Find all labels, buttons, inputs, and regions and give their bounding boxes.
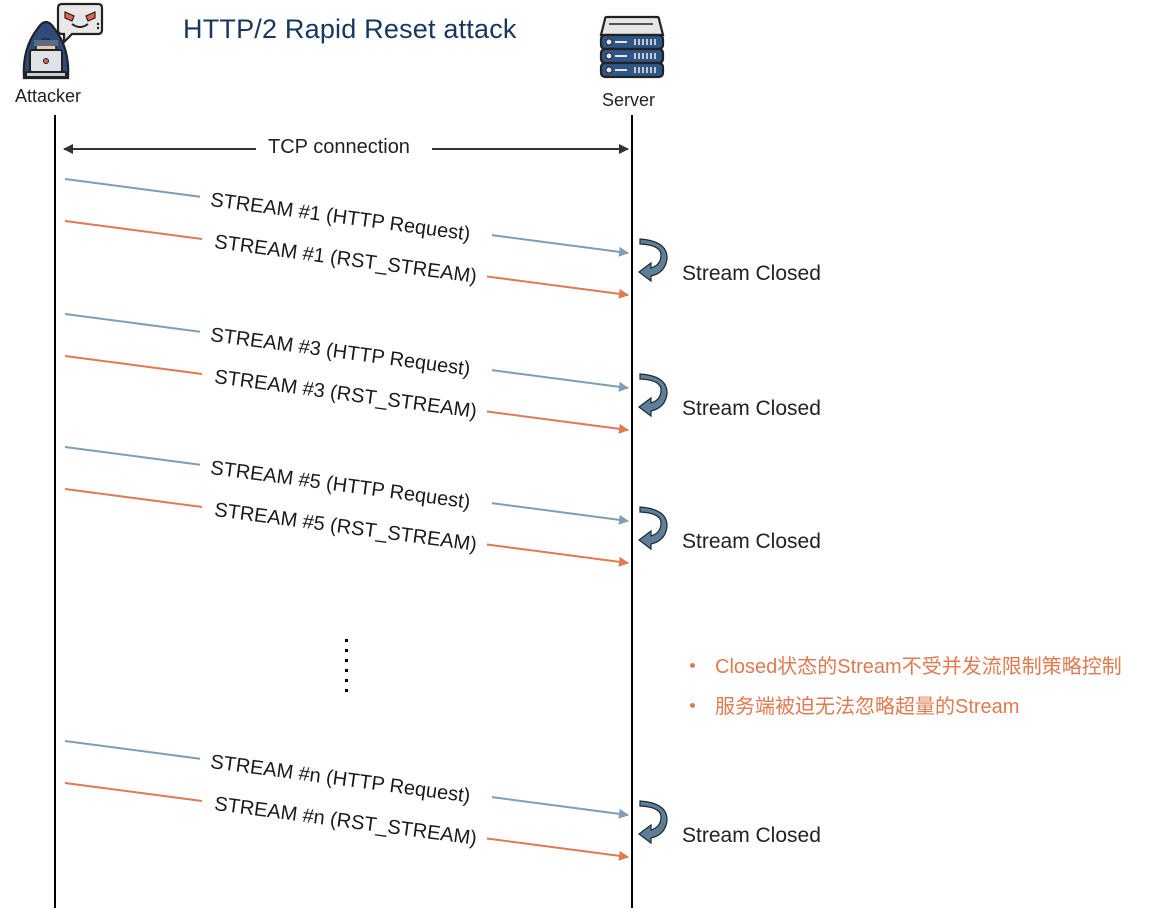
reset-line (64, 220, 203, 240)
stream-closed-label: Stream Closed (682, 397, 821, 420)
note-item: 服务端被迫无法忽略超量的Stream (690, 690, 1019, 719)
reset-arrow (486, 410, 629, 434)
reset-line (64, 355, 203, 375)
stream-closed-curved-arrow-icon (638, 800, 668, 845)
stream-group-5 (64, 446, 668, 567)
hacker-icon (22, 2, 104, 80)
request-arrow (491, 369, 629, 392)
ellipsis-dots (345, 639, 348, 692)
stream-closed-curved-arrow-icon (638, 373, 668, 418)
request-line (64, 446, 201, 466)
stream-closed-curved-arrow-icon (638, 238, 668, 283)
attacker-label: Attacker (15, 86, 82, 106)
reset-arrow (486, 543, 629, 567)
reset-arrow (486, 837, 629, 861)
server-rack-icon (599, 15, 665, 79)
bullet-icon (690, 663, 695, 669)
note-item: Closed状态的Stream不受并发流限制策略控制 (690, 650, 1122, 679)
request-line (64, 313, 201, 333)
request-line (64, 740, 201, 760)
request-arrow (491, 796, 629, 819)
request-arrow (491, 502, 629, 525)
tcp-connection-label: TCP connection (262, 136, 416, 159)
stream-group-n (64, 740, 668, 861)
request-arrow (491, 234, 629, 257)
stream-closed-label: Stream Closed (682, 530, 821, 553)
bullet-icon (690, 703, 695, 709)
stream-closed-label: Stream Closed (682, 262, 821, 285)
diagram-title: HTTP/2 Rapid Reset attack (183, 14, 517, 44)
request-line (64, 178, 201, 198)
reset-line (64, 782, 203, 802)
stream-group-1 (64, 178, 668, 299)
stream-closed-curved-arrow-icon (638, 506, 668, 551)
reset-arrow (486, 275, 629, 299)
server-label: Server (602, 90, 656, 110)
reset-line (64, 488, 203, 508)
note-text: 服务端被迫无法忽略超量的Stream (715, 696, 1020, 718)
stream-closed-label: Stream Closed (682, 824, 821, 847)
stream-group-3 (64, 313, 668, 434)
note-text: Closed状态的Stream不受并发流限制策略控制 (715, 656, 1122, 678)
